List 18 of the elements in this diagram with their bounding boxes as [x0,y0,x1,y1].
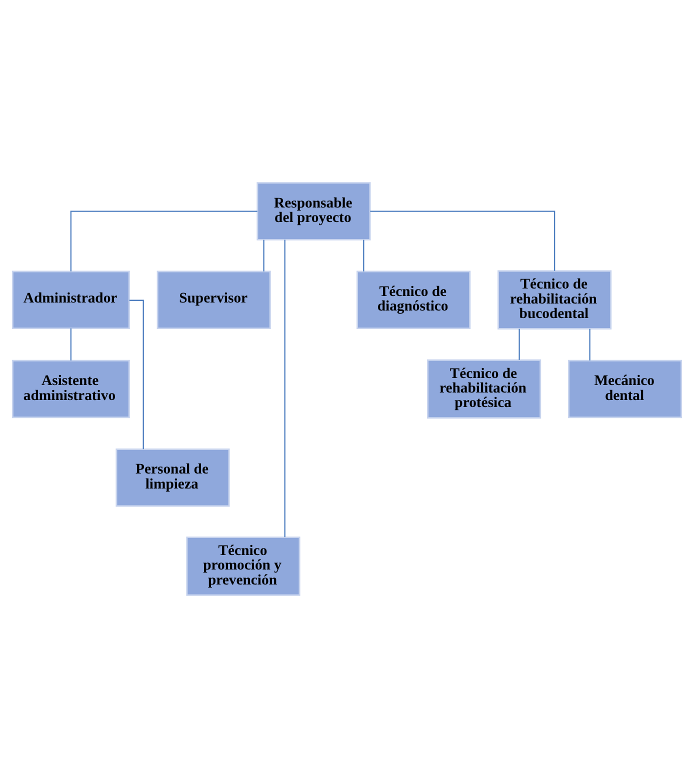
node-box: Administrador [12,270,130,329]
node-box: Técnico promoción y prevención [186,536,300,596]
node-box: Técnico de diagnóstico [356,270,471,329]
connector [284,239,286,537]
node-box: Supervisor [156,270,271,329]
node-box: Técnico de rehabilitación bucodental [498,270,612,330]
connector [589,328,590,360]
connector [370,210,556,270]
connector [518,328,520,360]
node-box: Personal de limpieza [116,448,230,506]
connector [70,210,258,271]
node-box: Responsable del proyecto [256,182,371,240]
node-box: Mecánico dental [568,359,682,418]
node-box: Técnico de rehabilitación protésica [427,358,542,418]
connector [363,239,364,271]
connector [263,239,264,271]
node-box: Asistente administrativo [12,359,130,418]
connector [70,328,72,360]
